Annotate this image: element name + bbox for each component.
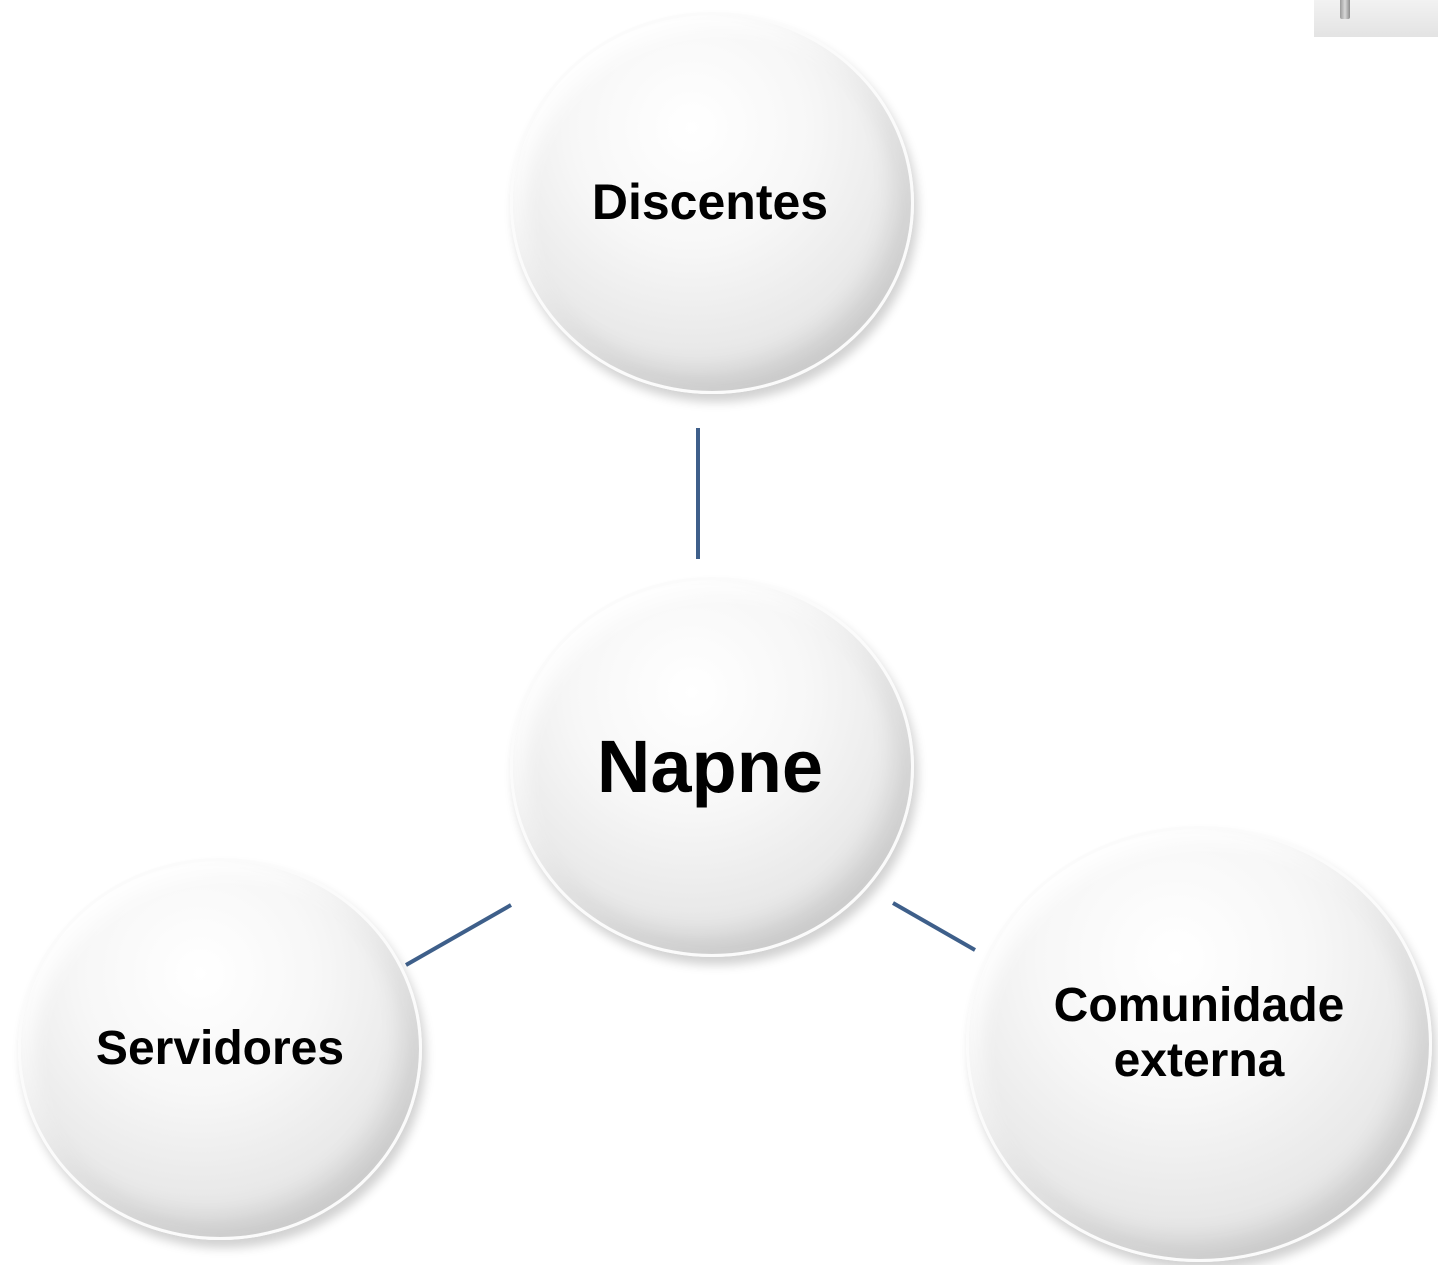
connector-servidores [405,903,512,967]
node-comunidade-externa: Comunidade externa [966,826,1432,1262]
node-discentes-label: Discentes [591,174,829,231]
connector-comunidade-externa [892,901,976,952]
node-discentes: Discentes [510,12,914,394]
node-servidores-label: Servidores [95,1022,345,1076]
corner-image-post [1340,0,1350,19]
node-comunidade-externa-label: Comunidade externa [1053,978,1345,1087]
node-napne: Napne [510,577,914,957]
node-napne-label: Napne [596,725,824,809]
node-servidores: Servidores [18,858,422,1240]
corner-image [1314,0,1438,37]
